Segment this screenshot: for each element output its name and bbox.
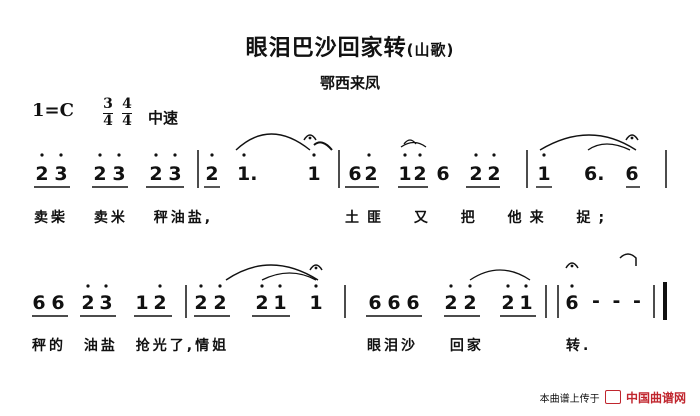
note: 2 bbox=[213, 292, 227, 314]
note: 1 bbox=[398, 163, 412, 185]
note: 2 bbox=[205, 163, 219, 185]
note: 2 bbox=[463, 292, 477, 314]
genre-label: (山歌) bbox=[406, 41, 455, 59]
note: 6 bbox=[436, 163, 450, 185]
note: 2 bbox=[194, 292, 208, 314]
title-text: 眼泪巴沙回家转 bbox=[245, 36, 407, 61]
note: 2 bbox=[469, 163, 483, 185]
note: 3 bbox=[99, 292, 113, 314]
note: 1 bbox=[135, 292, 149, 314]
note: 3 bbox=[168, 163, 182, 185]
time-sig-1-line bbox=[103, 113, 113, 114]
time-sig-1-bottom: 4 bbox=[103, 113, 113, 129]
note: 6 bbox=[565, 292, 579, 314]
note: 6 bbox=[32, 292, 46, 314]
note: 6. bbox=[584, 163, 605, 185]
site-logo-icon bbox=[604, 390, 621, 404]
credit-text: 本曲谱上传于 bbox=[539, 394, 600, 405]
rest-dashes: - - - bbox=[592, 290, 644, 312]
song-region: 鄂西来凤 bbox=[319, 74, 380, 92]
time-sig-2-line bbox=[122, 113, 132, 114]
upload-credit: 本曲谱上传于 中国曲谱网 bbox=[540, 389, 686, 406]
lyrics-line2-b: 眼泪沙 回家 bbox=[367, 338, 484, 354]
note: 1 bbox=[307, 163, 321, 185]
note: 3 bbox=[54, 163, 68, 185]
note: 2 bbox=[444, 292, 458, 314]
note: 6 bbox=[387, 292, 401, 314]
note: 2 bbox=[487, 163, 501, 185]
note: 2 bbox=[93, 163, 107, 185]
note: 2 bbox=[35, 163, 49, 185]
note: 3 bbox=[112, 163, 126, 185]
note: 2 bbox=[364, 163, 378, 185]
note: 2 bbox=[149, 163, 163, 185]
lyrics-line2-a: 秤的 油盐 抢光了,情姐 bbox=[32, 338, 230, 354]
note: 1. bbox=[237, 163, 258, 185]
note: 6 bbox=[625, 163, 639, 185]
note: 6 bbox=[368, 292, 382, 314]
site-name: 中国曲谱网 bbox=[625, 391, 686, 405]
note: 2 bbox=[413, 163, 427, 185]
note: 2 bbox=[153, 292, 167, 314]
time-sig-2-top: 4 bbox=[122, 96, 132, 112]
note: 2 bbox=[81, 292, 95, 314]
note: 1 bbox=[537, 163, 551, 185]
lyrics-line1-a: 卖柴 卖米 秤油盐, bbox=[34, 210, 214, 226]
note: 1 bbox=[309, 292, 323, 314]
note: 6 bbox=[406, 292, 420, 314]
key-signature: 1=C bbox=[32, 100, 74, 121]
song-title: 眼泪巴沙回家转(山歌) bbox=[0, 30, 700, 62]
note: 2 bbox=[501, 292, 515, 314]
lyrics-line1-b: 土匪 又 把 他来 捉; bbox=[345, 210, 613, 226]
note: 6 bbox=[51, 292, 65, 314]
note: 1 bbox=[519, 292, 533, 314]
tempo-marking: 中速 bbox=[148, 109, 179, 127]
note: 1 bbox=[273, 292, 287, 314]
time-sig-2-bottom: 4 bbox=[122, 113, 132, 129]
note: 2 bbox=[255, 292, 269, 314]
note: 6 bbox=[348, 163, 362, 185]
time-sig-1-top: 3 bbox=[103, 96, 113, 112]
lyrics-line2-c: 转. bbox=[566, 338, 592, 354]
